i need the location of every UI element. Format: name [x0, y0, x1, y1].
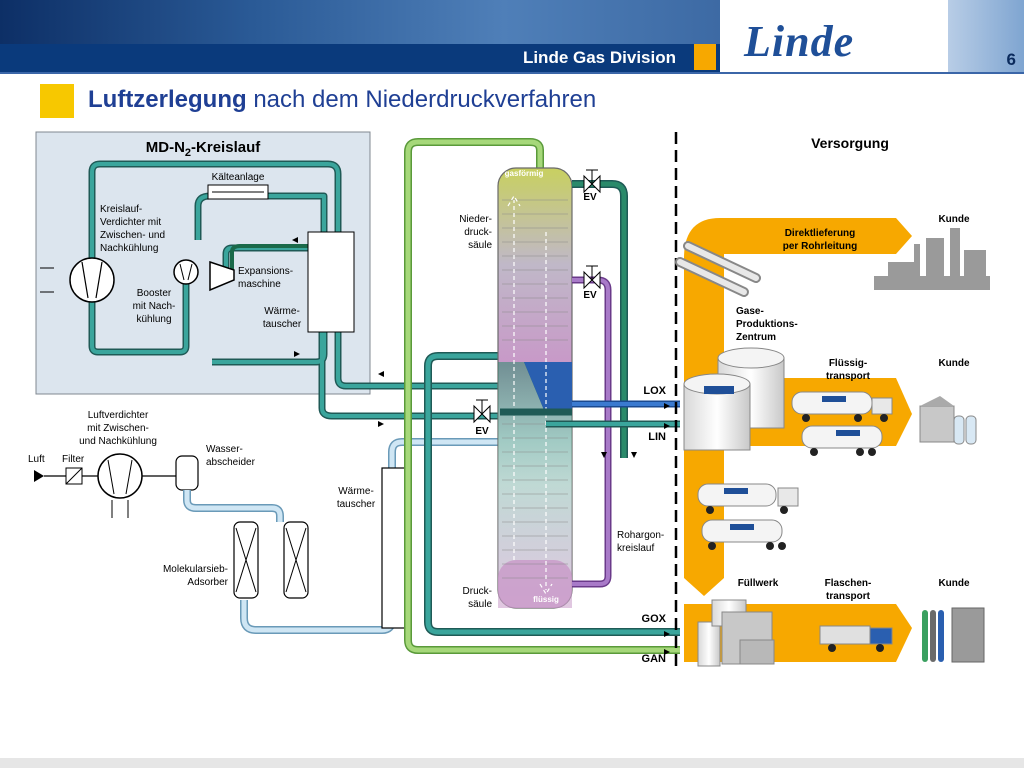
- fuellwerk-label: Füllwerk: [738, 578, 779, 589]
- linde-logo: Linde: [744, 17, 855, 66]
- expansion-label: Expansions-maschine: [238, 266, 293, 290]
- filling-plant-icon: [697, 599, 775, 667]
- customer-tank-icon: [919, 396, 977, 445]
- ev-label-top: EV: [583, 192, 597, 203]
- accent-square: [694, 44, 716, 70]
- gox-pipe: [425, 353, 680, 635]
- ev-valve-mid-icon: [583, 265, 601, 290]
- booster-icon: [173, 259, 199, 285]
- kreislauf-compressor-icon: [69, 257, 115, 303]
- page-title: Luftzerlegung nach dem Niederdruckverfah…: [88, 86, 596, 114]
- title-rest: nach dem Niederdruckverfahren: [246, 86, 597, 113]
- liquid-truck-1-icon: [697, 483, 799, 514]
- title-square-icon: [40, 84, 74, 118]
- waermetauscher-mid-label: Wärme-tauscher: [337, 486, 376, 510]
- rohargon-pipe: [572, 278, 610, 586]
- gan-label: GAN: [642, 653, 667, 665]
- ev-valve-low-icon: [473, 399, 491, 424]
- header-right-band: [948, 0, 1024, 72]
- water-separator-icon: [175, 455, 199, 491]
- druck-label: Druck-säule: [463, 586, 493, 610]
- pipeline-icon: [675, 241, 761, 297]
- waermetauscher-top: [307, 231, 355, 333]
- molsieb-label: Molekularsieb-Adsorber: [163, 564, 229, 588]
- fluessig-label: flüssig: [533, 595, 559, 604]
- gas-cylinders-icon: [922, 607, 985, 663]
- column-trays: [502, 199, 568, 579]
- factory-icon: [874, 228, 990, 290]
- tanker-truck-icon: [791, 391, 893, 422]
- kunde-label-2: Kunde: [938, 358, 970, 369]
- supply-title: Versorgung: [811, 135, 889, 151]
- page-number: 6: [1006, 50, 1016, 69]
- niederdruck-label: Nieder-druck-säule: [459, 214, 492, 251]
- tanker-trailer-icon: [801, 425, 883, 456]
- gan-pipe: [405, 139, 680, 653]
- ev-label-mid: EV: [583, 290, 597, 301]
- kunde-label-1: Kunde: [938, 214, 970, 225]
- flow-arrows: [292, 237, 670, 655]
- lox-label: LOX: [643, 385, 666, 397]
- header-divider: [0, 72, 1024, 74]
- kaelteanlage-label: Kälteanlage: [212, 172, 265, 183]
- footer-bar: [0, 758, 1024, 768]
- title-bold: Luftzerlegung: [88, 86, 247, 113]
- filter-label: Filter: [62, 454, 85, 465]
- rohargon-label: Rohargon-kreislauf: [617, 530, 664, 554]
- waermetauscher-top-label: Wärme-tauscher: [263, 306, 302, 330]
- loop-title: MD-N2-Kreislauf: [146, 139, 261, 159]
- logo-area: [724, 0, 946, 72]
- lin-label: LIN: [648, 431, 666, 443]
- bottle-truck-icon: [819, 625, 893, 652]
- expansion-machine-icon: [209, 260, 235, 292]
- storage-tank-icon: [683, 347, 785, 451]
- ev-top-pipe: [572, 181, 627, 458]
- fluessigtransport-label: Flüssig-transport: [826, 358, 871, 382]
- ev-valve-top-icon: [583, 169, 601, 194]
- gasfoermig-label: gasförmig: [505, 169, 544, 178]
- liquid-truck-2-icon: [701, 519, 786, 550]
- gaseprod-label: Gase-Produktions-Zentrum: [736, 306, 798, 343]
- luft-label: Luft: [28, 454, 45, 465]
- header-photo-band: [0, 0, 720, 72]
- header-bar: Linde Gas Division Linde 6: [0, 0, 1024, 74]
- wasser-label: Wasser-abscheider: [206, 444, 256, 468]
- gox-label: GOX: [642, 613, 667, 625]
- flaschentransport-label: Flaschen-transport: [825, 578, 872, 602]
- division-title: Linde Gas Division: [522, 48, 676, 67]
- kunde-label-3: Kunde: [938, 578, 970, 589]
- expansion-pipe: [230, 244, 310, 272]
- ev-label-low: EV: [475, 426, 489, 437]
- air-compressor-icon: [97, 453, 143, 499]
- air-inlet-arrow-icon: [34, 470, 44, 482]
